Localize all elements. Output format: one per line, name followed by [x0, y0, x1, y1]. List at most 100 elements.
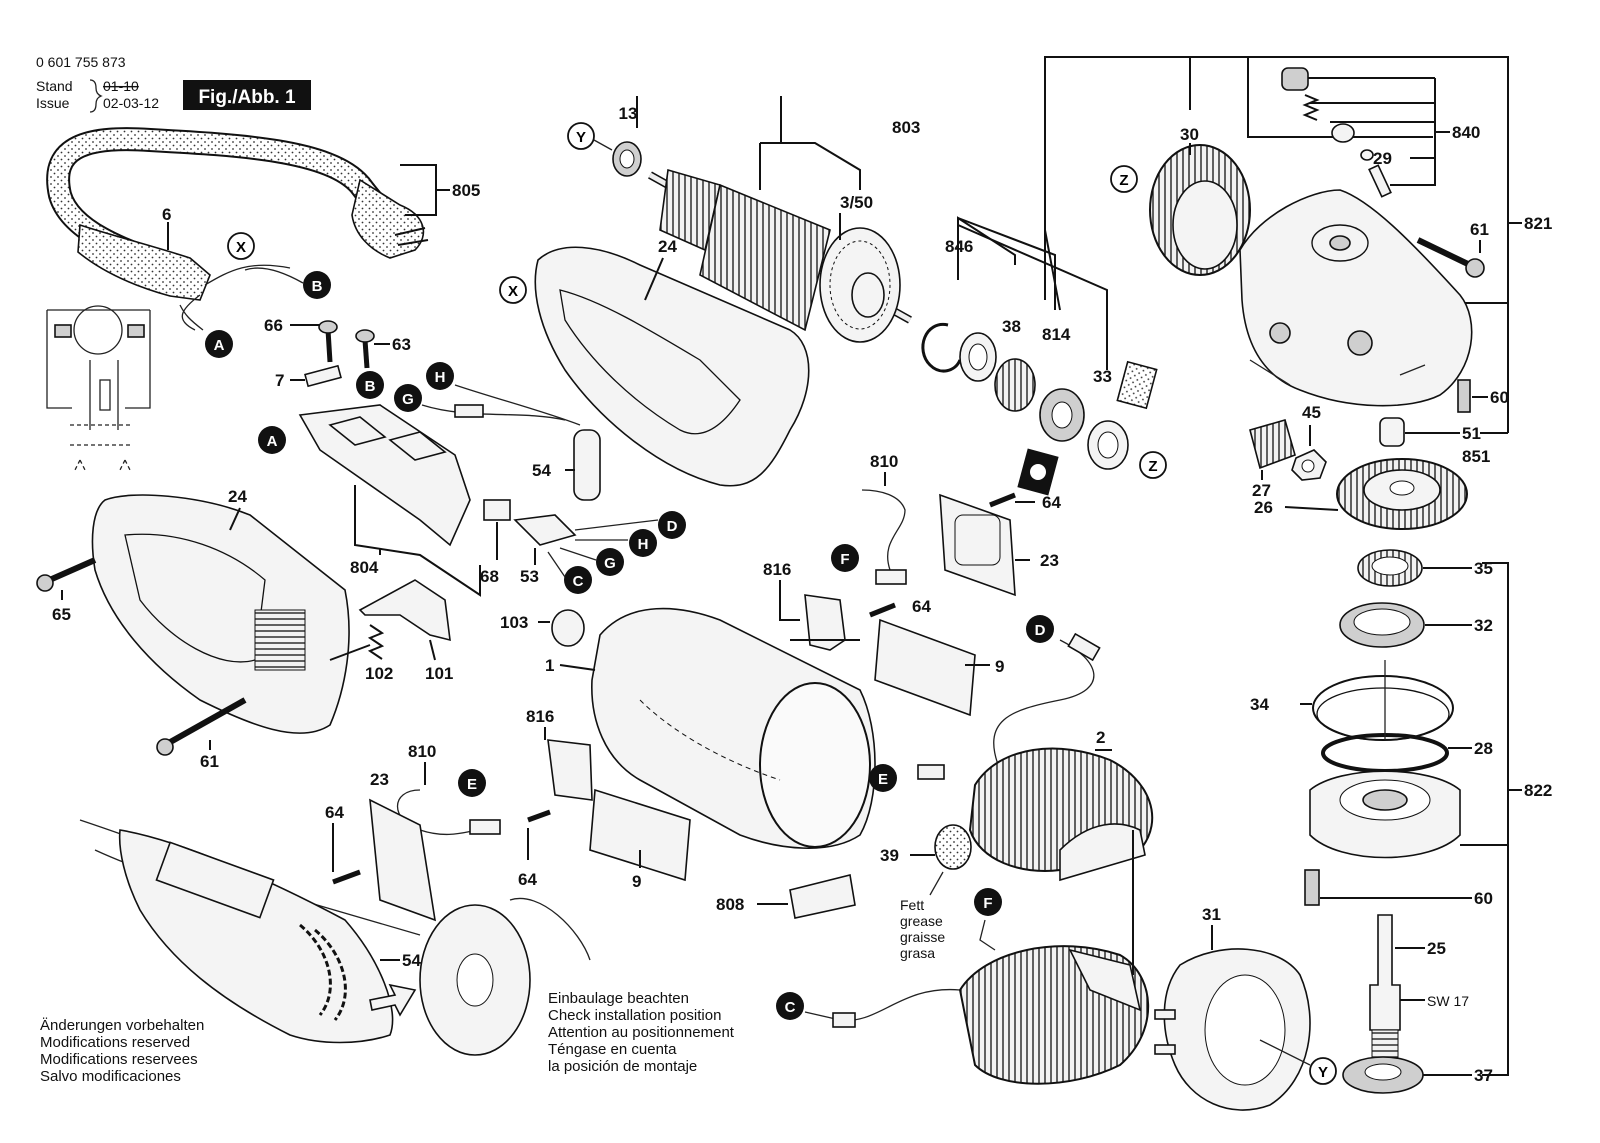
- guard-clamp-34: [1312, 675, 1454, 741]
- screw-61b: [163, 697, 247, 748]
- install-note-line-1: Einbaulage beachten: [548, 990, 689, 1007]
- label-27: 27: [1252, 481, 1271, 500]
- label-851: 851: [1462, 447, 1490, 466]
- label-101: 101: [425, 664, 453, 683]
- header: 0 601 755 873 Stand Issue 01-10 02-03-12…: [36, 54, 311, 113]
- label-54a: 54: [532, 461, 551, 480]
- bearing-stack: 846 38 814 33 Z: [921, 216, 1167, 496]
- label-64d: 64: [325, 803, 344, 822]
- pin-29: [1368, 164, 1392, 198]
- screw-60a: [1457, 379, 1471, 413]
- field-coil: D E 2 39 Fett grease graisse grasa F C: [776, 615, 1154, 1085]
- brace-icon: [89, 79, 103, 113]
- screw-66: [325, 329, 333, 363]
- connector-E2: [869, 764, 897, 792]
- label-816a: 816: [763, 560, 791, 579]
- gear-housing-assembly: Z 30 61 60 51 851 27 45: [1110, 67, 1509, 530]
- connector-B1: [303, 271, 331, 299]
- connector-B2: [356, 371, 384, 399]
- motor-housing: 1 103 9 9 808: [500, 607, 1004, 919]
- label-6: 6: [162, 205, 171, 224]
- connector-E1: [458, 769, 486, 797]
- clip-7: [304, 364, 342, 388]
- label-814: 814: [1042, 325, 1071, 344]
- label-26: 26: [1254, 498, 1273, 517]
- connector-G2: [596, 548, 624, 576]
- svg-text:A: A: [267, 433, 278, 450]
- capacitor-54: [573, 429, 601, 501]
- label-2: 2: [1096, 728, 1105, 747]
- label-24a: 24: [658, 237, 677, 256]
- label-13: 13: [619, 104, 638, 123]
- connector-G1: [394, 384, 422, 412]
- label-23b: 23: [370, 770, 389, 789]
- svg-text:Z: Z: [1148, 458, 1157, 475]
- handle-half-bottom-24: 24 65 61 102 101: [36, 487, 453, 771]
- label-24b: 24: [228, 487, 247, 506]
- switch-body-804: [298, 404, 471, 547]
- handle-half-24b: [91, 494, 350, 734]
- label-39: 39: [880, 846, 899, 865]
- label-810a: 810: [870, 452, 898, 471]
- svg-text:F: F: [983, 895, 992, 912]
- connector-F1: [831, 544, 859, 572]
- modifications-note: Änderungen vorbehalten Modifications res…: [40, 1017, 204, 1085]
- installation-inset: 54: [79, 819, 591, 1056]
- label-plate-9a: [874, 618, 976, 717]
- connector-X1: [499, 276, 527, 304]
- mains-plug: [351, 178, 425, 259]
- connector-A1: [205, 330, 233, 358]
- switch-assembly: X B A 66 63 7 B H G A 804 68: [179, 232, 686, 597]
- label-28: 28: [1474, 739, 1493, 758]
- stand-label: Stand: [36, 78, 73, 94]
- screw-60b: [1304, 869, 1320, 906]
- label-60b: 60: [1474, 889, 1493, 908]
- svg-text:X: X: [236, 239, 246, 256]
- connector-Z2: [1139, 451, 1167, 479]
- label-23a: 23: [1040, 551, 1059, 570]
- brush-plate-23: [939, 493, 1016, 597]
- svg-text:F: F: [840, 551, 849, 568]
- screw-64c: [527, 809, 551, 823]
- brush-holder-816a: [804, 594, 846, 651]
- label-68: 68: [480, 567, 499, 586]
- label-35: 35: [1474, 559, 1493, 578]
- connector-F2: [974, 888, 1002, 916]
- grease-note-line-1: Fett: [900, 897, 924, 913]
- screw-61a: [1416, 237, 1472, 268]
- modifications-note-line-1: Änderungen vorbehalten: [40, 1017, 204, 1034]
- installation-note: Einbaulage beachten Check installation p…: [548, 990, 735, 1075]
- sleeve-51: [1379, 417, 1405, 447]
- issue-label: Issue: [36, 95, 70, 111]
- terminal-68: [483, 499, 511, 521]
- label-64a: 64: [1042, 493, 1061, 512]
- svg-text:X: X: [508, 283, 518, 300]
- label-822: 822: [1524, 781, 1552, 800]
- grease-note-line-3: graisse: [900, 929, 945, 945]
- connector-Y1: [567, 122, 595, 150]
- inset-arrow-icon: [369, 983, 417, 1017]
- spring-102: [367, 624, 385, 660]
- svg-text:B: B: [312, 278, 323, 295]
- label-808: [789, 874, 856, 919]
- label-45: 45: [1302, 403, 1321, 422]
- screw-64a: [989, 492, 1016, 508]
- label-plate-9b: [589, 788, 691, 882]
- label-30: 30: [1180, 125, 1199, 144]
- label-7: 7: [275, 371, 284, 390]
- figure-label-box: [183, 80, 311, 110]
- svg-text:B: B: [365, 378, 376, 395]
- label-64c: 64: [518, 870, 537, 889]
- svg-text:E: E: [878, 771, 888, 788]
- install-note-line-5: la posición de montaje: [548, 1058, 697, 1075]
- connector-H1: [426, 362, 454, 390]
- svg-text:H: H: [435, 369, 446, 386]
- brush-plate-23b: [369, 798, 437, 922]
- trigger-101: [358, 579, 451, 642]
- stand-date: 01-10: [103, 78, 139, 94]
- grease-bushing-39: [934, 824, 972, 870]
- spindle-stack-822: 822 35 32 34 28 60 25 SW 17 37: [1250, 549, 1552, 1094]
- label-38: 38: [1002, 317, 1021, 336]
- connector-C1: [564, 566, 592, 594]
